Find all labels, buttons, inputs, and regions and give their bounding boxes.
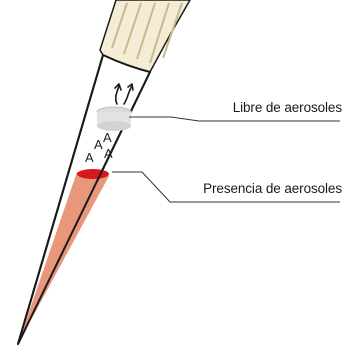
liquid-sample xyxy=(17,54,151,345)
callout-line-presence xyxy=(112,171,340,203)
liquid-surface xyxy=(77,169,109,179)
aerosol-filter xyxy=(96,106,132,131)
callout-lines xyxy=(112,116,340,203)
aerosol-particles: A A A A xyxy=(85,130,113,165)
aerosol-free-label: Libre de aerosoles xyxy=(232,100,342,115)
aerosol-letter: A xyxy=(85,150,94,165)
aerosol-letter: A xyxy=(94,137,103,152)
aerosol-letter: A xyxy=(104,146,113,161)
aerosol-letter: A xyxy=(103,130,112,145)
aerosol-presence-label: Presencia de aerosoles xyxy=(203,181,342,196)
callout-line-free xyxy=(129,116,340,122)
air-flow-arrows-icon xyxy=(114,83,134,105)
